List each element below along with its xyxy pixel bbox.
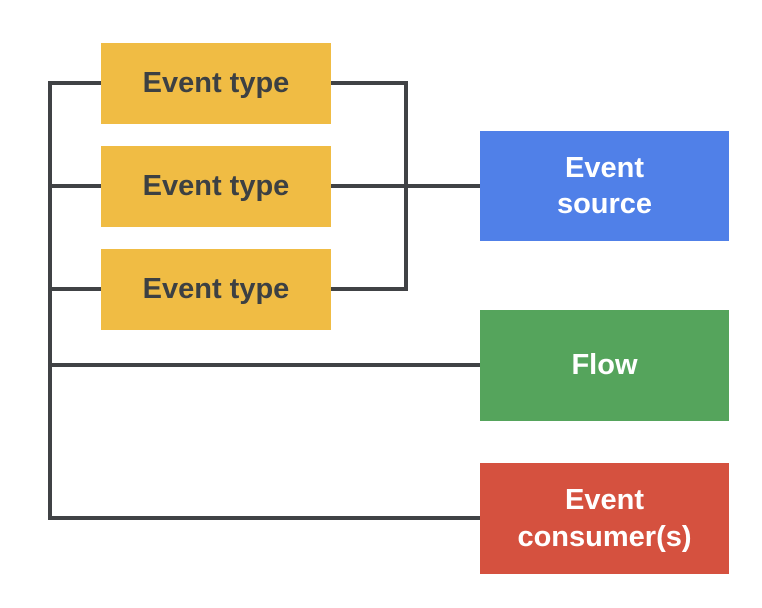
- node-event-type-2: Event type: [101, 146, 331, 227]
- connector-left-stub-event-type-2: [48, 184, 101, 188]
- connector-left-stub-event-type-1: [48, 81, 101, 85]
- connector-to-event-consumers: [48, 516, 480, 520]
- node-event-type-1: Event type: [101, 43, 331, 124]
- node-event-type-1-label: Event type: [142, 67, 290, 100]
- connector-left-vertical-bus: [48, 81, 52, 520]
- node-event-source-label: Event source: [556, 151, 653, 220]
- connector-right-stub-event-type-1: [331, 81, 408, 85]
- connector-right-stub-event-type-3: [331, 287, 408, 291]
- connector-to-event-source: [331, 184, 480, 188]
- connector-to-flow: [48, 363, 480, 367]
- node-flow-label: Flow: [571, 349, 638, 382]
- node-event-type-2-label: Event type: [142, 170, 290, 203]
- node-event-consumers-label: Event consumer(s): [517, 484, 692, 553]
- node-event-type-3-label: Event type: [142, 273, 290, 306]
- node-event-consumers: Event consumer(s): [480, 463, 729, 574]
- node-event-type-3: Event type: [101, 249, 331, 330]
- node-event-source: Event source: [480, 131, 729, 241]
- node-flow: Flow: [480, 310, 729, 421]
- connector-left-stub-event-type-3: [48, 287, 101, 291]
